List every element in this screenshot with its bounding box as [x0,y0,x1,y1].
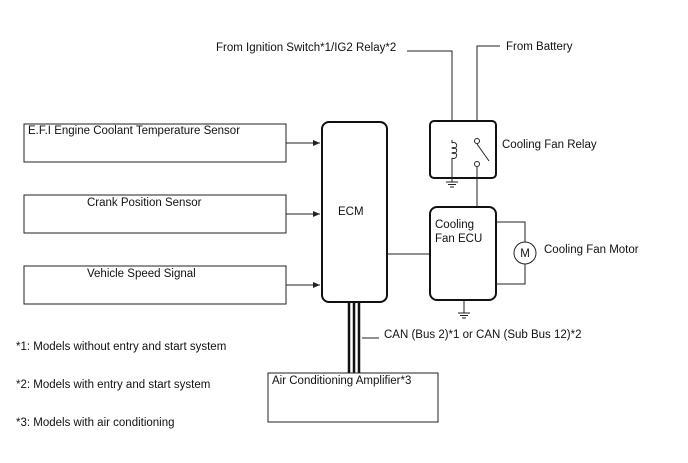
battery-wire [476,45,500,138]
fan-ecu-label-line2: Fan ECU [435,233,482,245]
fan-ecu-label-line1: Cooling [435,219,474,231]
fan-ecu-ground-icon [458,300,470,319]
cooling-fan-motor-label: Cooling Fan Motor [544,244,639,256]
can-bus-label: CAN (Bus 2)*1 or CAN (Sub Bus 12)*2 [384,329,582,341]
coolant-sensor-box [23,123,287,163]
relay-switch-icon [474,138,490,207]
battery-source-label: From Battery [506,41,573,53]
motor-wire-bottom [496,264,526,285]
air-conditioning-amplifier-label: Air Conditioning Amplifier*3 [272,375,411,387]
ignition-source-label: From Ignition Switch*1/IG2 Relay*2 [216,42,396,54]
motor-symbol: M [520,248,530,260]
speed-signal-box [23,265,287,305]
cooling-fan-relay-label: Cooling Fan Relay [502,139,597,151]
cooling-fan-relay-box [429,120,497,179]
ecm-label: ECM [338,206,364,218]
footnote-1: *1: Models without entry and start syste… [16,341,226,353]
footnote-2: *2: Models with entry and start system [16,379,210,391]
ignition-wire [407,50,453,140]
air-conditioning-amplifier-box [267,372,439,423]
relay-coil-icon [446,140,458,188]
motor-wire-top [496,221,526,242]
coolant-sensor-label: E.F.I Engine Coolant Temperature Sensor [28,125,240,137]
can-bus-lines [347,302,361,373]
footnote-3: *3: Models with air conditioning [16,417,175,429]
crank-sensor-label: Crank Position Sensor [87,197,202,209]
crank-sensor-box [23,194,287,234]
cooling-fan-ecu-box [429,206,497,301]
speed-signal-label: Vehicle Speed Signal [87,268,196,280]
cooling-fan-motor-icon [513,241,537,265]
